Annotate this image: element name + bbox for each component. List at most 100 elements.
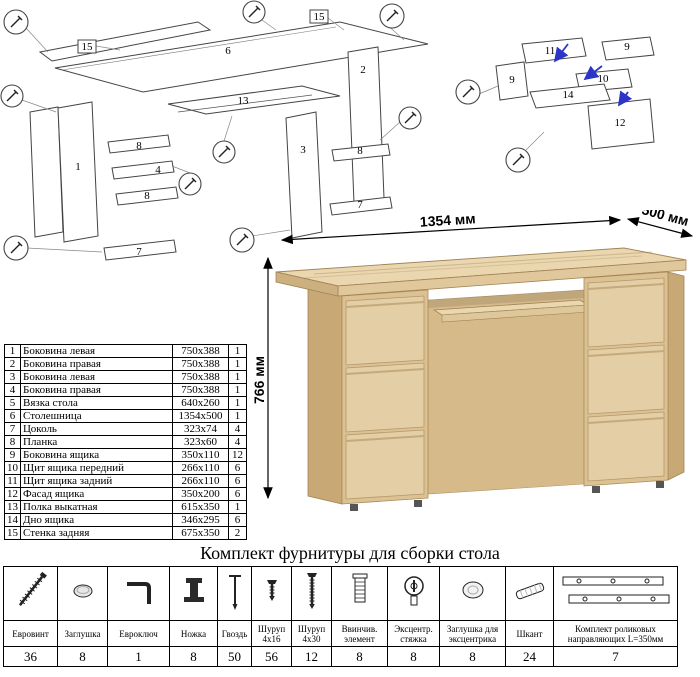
hardware-name: Заглушка для эксцентрика (439, 620, 506, 647)
hardware-qty: 24 (505, 646, 554, 667)
parts-cell-size: 750x388 (172, 383, 229, 397)
drawer-front (587, 277, 665, 348)
parts-cell-num: 12 (4, 487, 21, 501)
parts-cell-size: 615x350 (172, 500, 229, 514)
part-side-panel-extra (29, 106, 64, 238)
part-label: 7 (136, 246, 142, 258)
parts-cell-name: Щит ящика задний (20, 474, 173, 488)
part-label: 11 (545, 45, 556, 57)
parts-cell-name: Фасад ящика (20, 487, 173, 501)
parts-cell-name: Столешница (20, 409, 173, 423)
parts-cell-num: 5 (4, 396, 21, 410)
cap-plug-icon (73, 584, 92, 598)
hardware-table: Евровинт Заглушка Евроключ Ножка Гвоздь … (3, 566, 678, 667)
hardware-qty: 8 (439, 646, 506, 667)
hardware-qty: 8 (169, 646, 218, 667)
part-drawer-side-9a (495, 61, 529, 101)
screw-4x16-icon (266, 580, 277, 601)
part-side-4 (111, 160, 175, 180)
parts-cell-num: 9 (4, 448, 21, 462)
parts-cell-name: Цоколь (20, 422, 173, 436)
hardware-name: Ввинчив. элемент (331, 620, 388, 647)
hardware-qty: 8 (331, 646, 388, 667)
hardware-name: Комплект роликовых направляющих L=350мм (553, 620, 678, 647)
hardware-qty: 7 (553, 646, 678, 667)
part-label: 2 (360, 64, 366, 76)
dim-depth-label: 500 мм (640, 210, 690, 229)
hardware-icons-row (3, 566, 678, 621)
drawer-slides-icon (562, 576, 669, 604)
screw-4x30-cell (291, 566, 332, 621)
parts-cell-size: 266x110 (172, 461, 229, 475)
part-drawer-side-9b (601, 36, 655, 61)
parts-cell-size: 1354x500 (172, 409, 229, 423)
part-label: 9 (509, 74, 515, 86)
parts-cell-num: 15 (4, 526, 21, 540)
parts-cell-qty: 6 (228, 487, 247, 501)
cap-plug-cell (57, 566, 108, 621)
dim-width-line (280, 215, 622, 245)
drawer-front (587, 344, 665, 415)
drawer-front (587, 411, 665, 482)
hardware-callout (379, 3, 405, 29)
wood-grain (303, 255, 643, 279)
assembly-arrow (617, 90, 633, 107)
parts-cell-name: Щит ящика передний (20, 461, 173, 475)
parts-cell-num: 7 (4, 422, 21, 436)
hardware-callout (3, 9, 29, 35)
drawer-groove (345, 435, 425, 442)
hardware-name: Евровинт (3, 620, 58, 647)
parts-cell-num: 4 (4, 383, 21, 397)
desk-foot (592, 486, 600, 493)
parts-cell-num: 2 (4, 357, 21, 371)
desk-render: 1354 мм 500 мм 766 мм (254, 210, 694, 511)
part-plank-8b (115, 186, 179, 206)
parts-cell-size: 323x74 (172, 422, 229, 436)
part-label: 7 (357, 199, 363, 211)
part-label: 6 (225, 45, 231, 57)
parts-cell-num: 10 (4, 461, 21, 475)
hardware-callout (3, 235, 29, 261)
screw-in-element-cell (331, 566, 388, 621)
hardware-callout (229, 227, 255, 253)
assembly-arrow (553, 43, 569, 63)
dowel-icon (515, 582, 544, 600)
parts-cell-size: 750x388 (172, 357, 229, 371)
part-label: 4 (155, 164, 161, 176)
part-label: 8 (136, 140, 142, 152)
assembly-arrow (583, 65, 603, 81)
hardware-name: Евроключ (107, 620, 170, 647)
hardware-kit-title: Комплект фурнитуры для сборки стола (200, 543, 500, 563)
part-desktop (54, 21, 429, 93)
parts-cell-num: 14 (4, 513, 21, 527)
cam-lock-cell (387, 566, 440, 621)
part-label: 14 (563, 89, 575, 101)
part-label: 13 (238, 95, 250, 107)
part-label: 9 (624, 41, 630, 53)
parts-cell-qty: 1 (228, 344, 247, 358)
part-label: 1 (75, 161, 81, 173)
hardware-name: Эксцентр. стяжка (387, 620, 440, 647)
desk-foot (656, 481, 664, 488)
hardware-qty: 50 (217, 646, 252, 667)
part-plank-8c (331, 143, 391, 162)
parts-cell-name: Боковина левая (20, 370, 173, 384)
desk-shadow (428, 290, 584, 308)
cam-cap-icon (462, 581, 483, 599)
parts-cell-qty: 4 (228, 435, 247, 449)
wood-grain (313, 251, 653, 275)
parts-cell-name: Полка выкатная (20, 500, 173, 514)
parts-cell-qty: 6 (228, 474, 247, 488)
parts-cell-name: Боковина правая (20, 357, 173, 371)
parts-cell-size: 266x110 (172, 474, 229, 488)
